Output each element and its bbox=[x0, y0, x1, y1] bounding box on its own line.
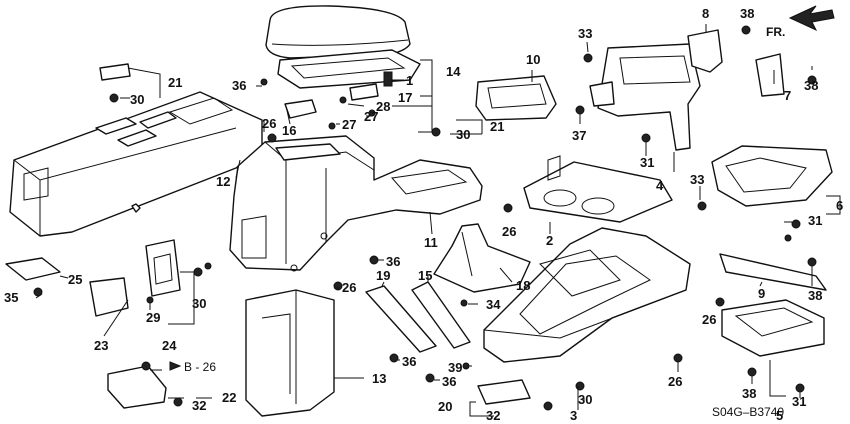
callout-36a: 36 bbox=[232, 78, 246, 93]
callout-7: 7 bbox=[784, 88, 791, 103]
callout-38b: 38 bbox=[804, 78, 818, 93]
callout-8: 8 bbox=[702, 6, 709, 21]
callout-9: 9 bbox=[758, 286, 765, 301]
callout-30d: 30 bbox=[578, 392, 592, 407]
callout-34: 34 bbox=[486, 297, 501, 312]
callout-17: 17 bbox=[398, 90, 412, 105]
lower-bracket bbox=[245, 289, 335, 417]
fasteners bbox=[33, 25, 817, 393]
callout-31c: 31 bbox=[792, 394, 806, 409]
side-rails bbox=[365, 281, 471, 353]
diagram-code: S04G–B3740 bbox=[712, 405, 784, 419]
armrest-lid bbox=[265, 5, 421, 89]
callout-33a: 33 bbox=[578, 26, 592, 41]
callout-31a: 31 bbox=[640, 155, 654, 170]
callout-37: 37 bbox=[572, 128, 586, 143]
callout-27a: 27 bbox=[342, 117, 356, 132]
callout-2: 2 bbox=[546, 233, 553, 248]
callout-26e: 26 bbox=[668, 374, 682, 389]
reference-b26: B - 26 bbox=[169, 360, 216, 374]
callout-22: 22 bbox=[222, 390, 236, 405]
main-console bbox=[229, 135, 483, 272]
callout-28: 28 bbox=[376, 99, 390, 114]
callout-36d: 36 bbox=[442, 374, 456, 389]
callout-14: 14 bbox=[446, 64, 461, 79]
callout-26a: 26 bbox=[262, 116, 276, 131]
callout-39: 39 bbox=[448, 360, 462, 375]
reference-label: B - 26 bbox=[184, 360, 216, 374]
right-side-parts bbox=[687, 29, 833, 357]
callout-10: 10 bbox=[526, 52, 540, 67]
callout-32b: 32 bbox=[486, 408, 500, 423]
callout-26b: 26 bbox=[342, 280, 356, 295]
callout-35: 35 bbox=[4, 290, 18, 305]
callout-5: 5 bbox=[776, 408, 783, 423]
front-direction-arrow: FR. bbox=[766, 5, 835, 39]
cup-holder-tray bbox=[523, 155, 673, 223]
callout-31b: 31 bbox=[808, 213, 822, 228]
callout-30c: 30 bbox=[192, 296, 206, 311]
callout-4: 4 bbox=[656, 178, 664, 193]
callout-30b: 30 bbox=[456, 127, 470, 142]
callout-38a: 38 bbox=[740, 6, 754, 21]
callout-24: 24 bbox=[162, 338, 177, 353]
callout-38d: 38 bbox=[742, 386, 756, 401]
callout-21b: 21 bbox=[490, 119, 504, 134]
callout-26c: 26 bbox=[502, 224, 516, 239]
callout-15: 15 bbox=[418, 268, 432, 283]
bottom-small-parts bbox=[131, 203, 585, 411]
callout-32a: 32 bbox=[192, 398, 206, 413]
callout-38c: 38 bbox=[808, 288, 822, 303]
callout-36b: 36 bbox=[386, 254, 400, 269]
callout-1: 1 bbox=[406, 73, 413, 88]
callout-numbers: 1 2 3 4 5 6 7 8 9 10 11 12 13 14 15 16 1… bbox=[4, 6, 843, 423]
console-bracket-frame bbox=[589, 43, 701, 151]
callout-12: 12 bbox=[216, 174, 230, 189]
callout-27b: 27 bbox=[364, 109, 378, 124]
pocket-insert bbox=[475, 75, 557, 121]
callout-30a: 30 bbox=[130, 92, 144, 107]
front-console bbox=[483, 227, 691, 363]
callout-36c: 36 bbox=[402, 354, 416, 369]
callout-29: 29 bbox=[146, 310, 160, 325]
callout-18: 18 bbox=[516, 278, 530, 293]
left-small-parts bbox=[5, 63, 181, 409]
hinge-bracket bbox=[260, 71, 393, 130]
callout-23: 23 bbox=[94, 338, 108, 353]
callout-11: 11 bbox=[424, 235, 438, 250]
front-label: FR. bbox=[766, 25, 785, 39]
callout-33b: 33 bbox=[690, 172, 704, 187]
callout-20: 20 bbox=[438, 399, 452, 414]
callout-26d: 26 bbox=[702, 312, 716, 327]
callout-25: 25 bbox=[68, 272, 82, 287]
callout-6: 6 bbox=[836, 198, 843, 213]
callout-16: 16 bbox=[282, 123, 296, 138]
callout-21a: 21 bbox=[168, 75, 182, 90]
callout-19: 19 bbox=[376, 268, 390, 283]
leader-lines bbox=[35, 24, 841, 417]
callout-13: 13 bbox=[372, 371, 386, 386]
callout-3: 3 bbox=[570, 408, 577, 423]
rear-console bbox=[9, 91, 263, 237]
